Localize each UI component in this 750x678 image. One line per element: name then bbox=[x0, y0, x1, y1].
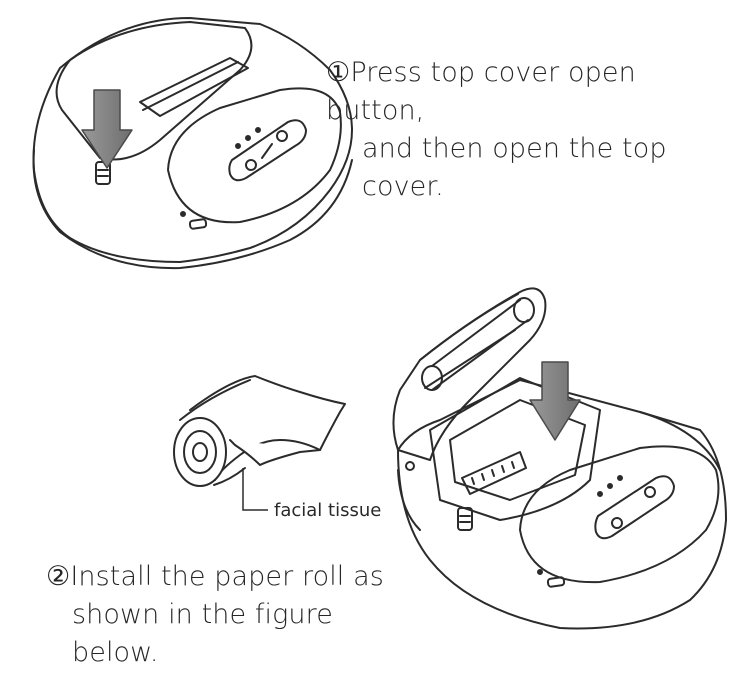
printer-open bbox=[392, 287, 727, 630]
down-arrow-icon bbox=[529, 361, 581, 441]
step-1-marker: ① bbox=[326, 57, 351, 88]
down-arrow-icon bbox=[81, 89, 133, 169]
step-2-text-line-2: shown in the figure below. bbox=[72, 599, 333, 668]
step-1-line-1: ①Press top cover open button, bbox=[326, 54, 736, 130]
step-2-instruction: ②Install the paper roll as shown in the … bbox=[46, 558, 426, 672]
step-1-text-line-2: and then open the top cover. bbox=[362, 133, 667, 202]
step-1-instruction: ①Press top cover open button, and then o… bbox=[326, 54, 736, 206]
paper-roll-label: facial tissue bbox=[274, 500, 382, 521]
step-2-marker: ② bbox=[46, 561, 71, 592]
printer-closed bbox=[32, 17, 353, 270]
step-1-text-line-1: Press top cover open button, bbox=[326, 57, 636, 126]
step-2-text-line-1: Install the paper roll as bbox=[70, 561, 384, 592]
step-2-line-1: ②Install the paper roll as bbox=[46, 558, 426, 596]
callout-line bbox=[242, 468, 268, 511]
paper-roll bbox=[173, 375, 346, 487]
